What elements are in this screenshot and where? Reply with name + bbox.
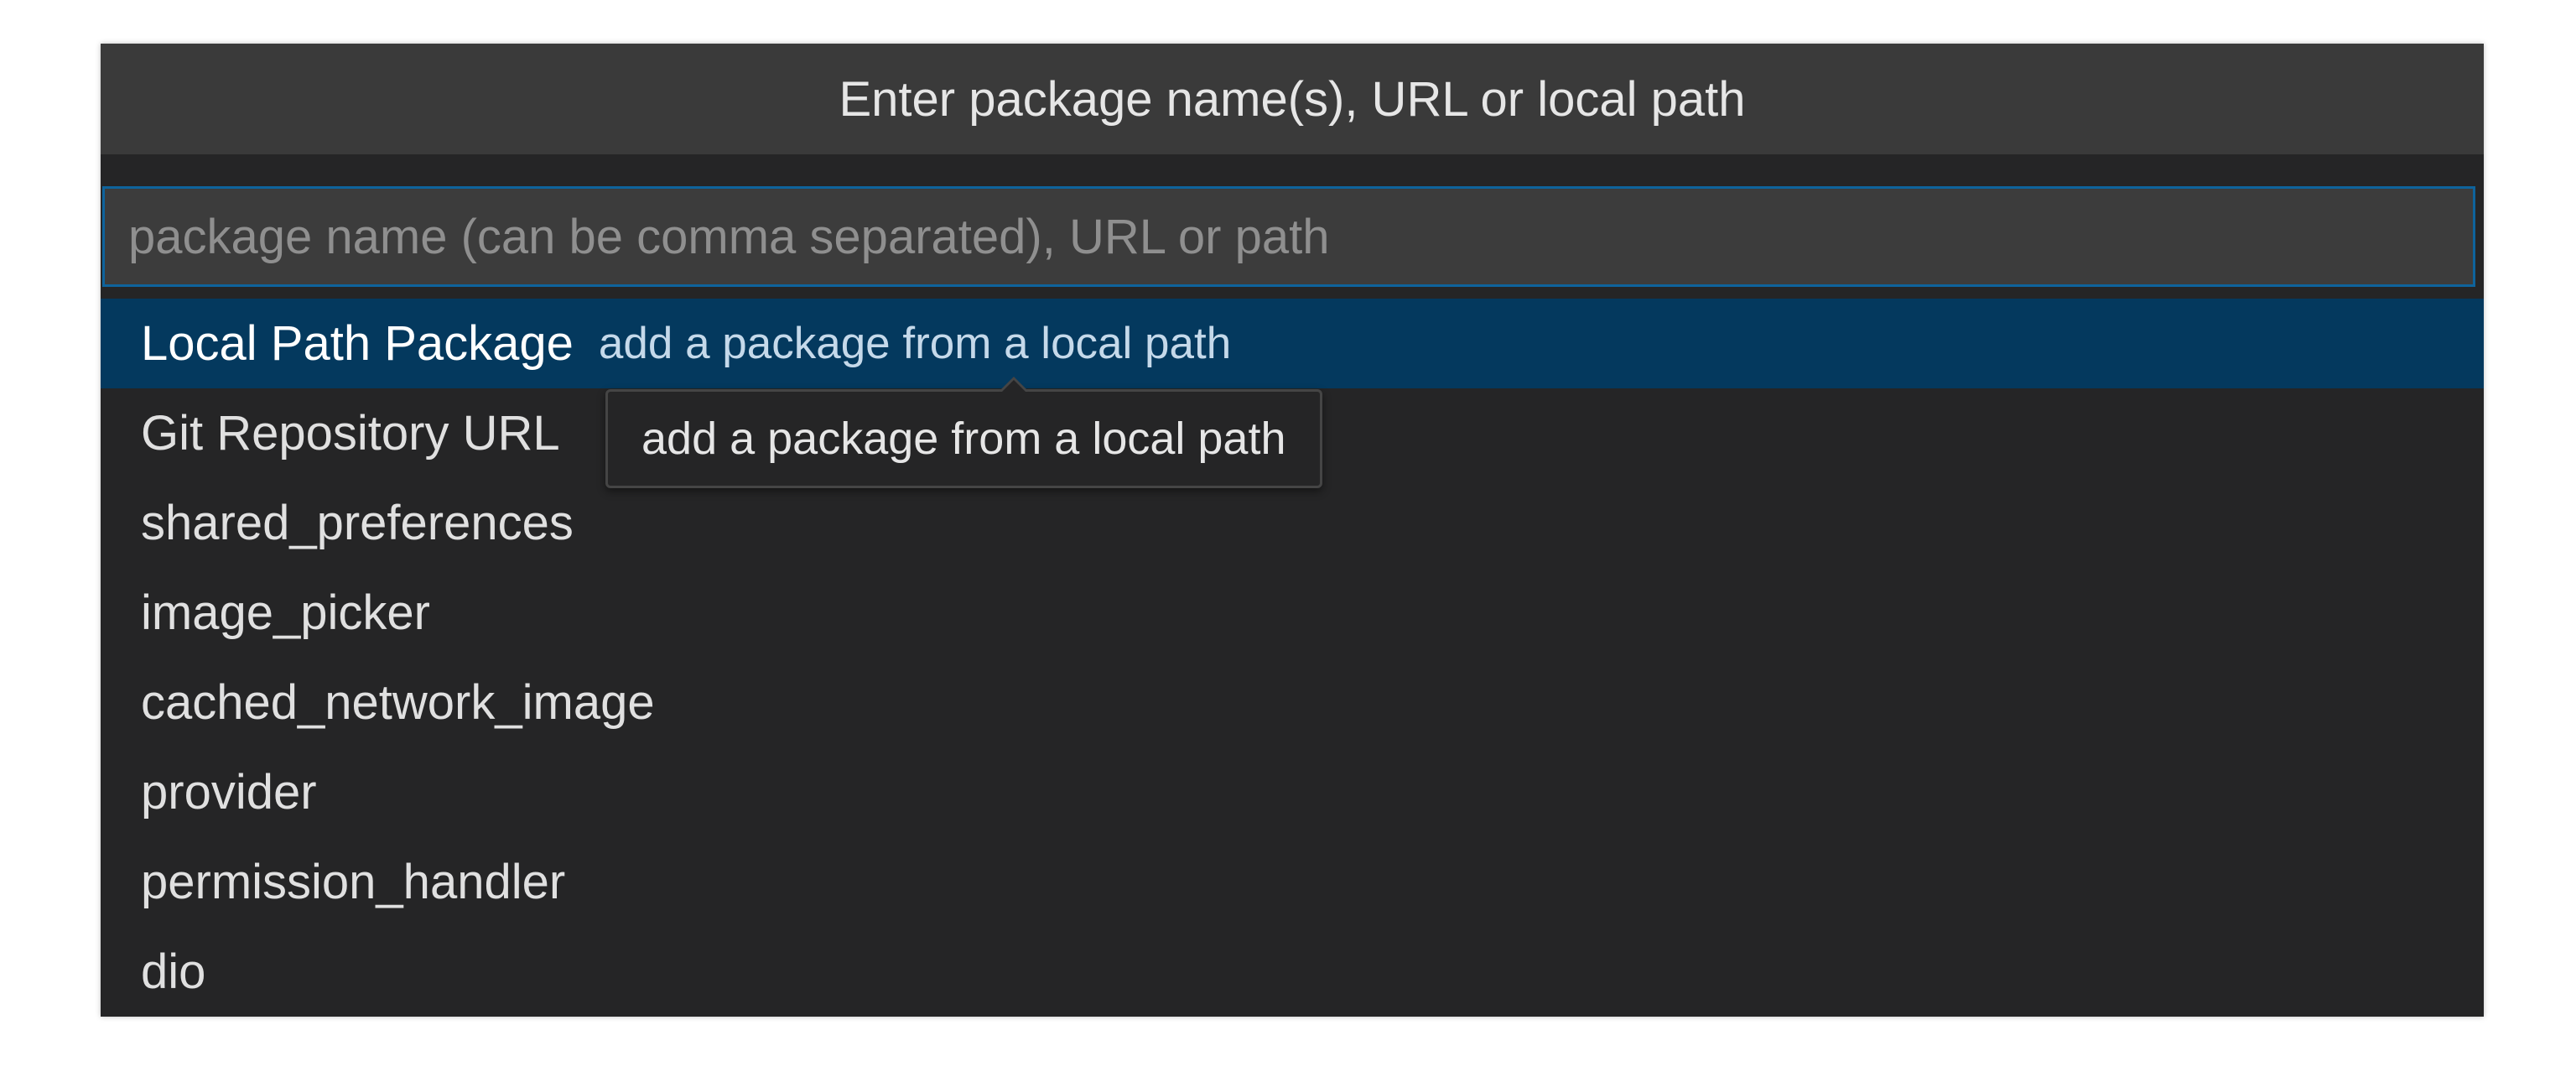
tooltip-text: add a package from a local path: [641, 414, 1286, 464]
list-item-label: Git Repository URL: [141, 406, 560, 461]
list-item-label: cached_network_image: [141, 675, 655, 730]
list-item-label: image_picker: [141, 585, 430, 640]
list-item-cached-network-image[interactable]: cached_network_image: [101, 658, 2484, 747]
quick-pick-dialog: Enter package name(s), URL or local path…: [101, 44, 2484, 1017]
list-item-label: permission_handler: [141, 855, 566, 909]
list-item-local-path-package[interactable]: Local Path Package add a package from a …: [101, 299, 2484, 388]
list-item-label: shared_preferences: [141, 496, 574, 550]
list-item-label: dio: [141, 945, 206, 999]
package-list: Local Path Package add a package from a …: [101, 299, 2484, 1017]
list-item-provider[interactable]: provider: [101, 747, 2484, 837]
description-tooltip: add a package from a local path: [605, 377, 1322, 488]
list-item-dio[interactable]: dio: [101, 927, 2484, 1017]
list-item-label: Local Path Package: [141, 316, 574, 371]
tooltip-arrow: [999, 377, 1029, 393]
quick-pick-title: Enter package name(s), URL or local path: [101, 44, 2484, 154]
package-search-input[interactable]: [102, 186, 2475, 287]
input-container: [101, 154, 2484, 299]
list-item-image-picker[interactable]: image_picker: [101, 568, 2484, 658]
list-item-label: provider: [141, 765, 317, 820]
list-item-description: add a package from a local path: [598, 319, 1232, 368]
list-item-permission-handler[interactable]: permission_handler: [101, 837, 2484, 927]
list-item-shared-preferences[interactable]: shared_preferences: [101, 478, 2484, 568]
